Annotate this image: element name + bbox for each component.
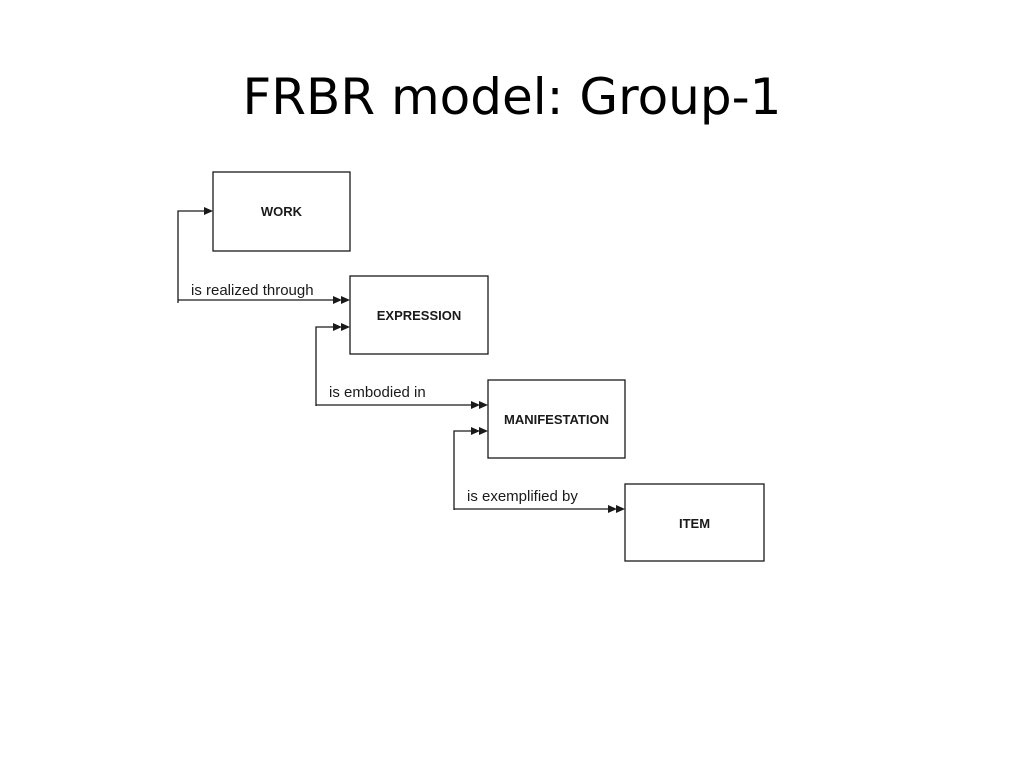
double-arrow-icon [616, 505, 625, 513]
entity-item: ITEM [624, 483, 765, 562]
double-arrow-icon [471, 401, 480, 409]
relationship-embodied: is embodied in [315, 323, 488, 409]
single-arrow-icon [204, 207, 213, 215]
double-arrow-icon [341, 323, 350, 331]
entity-label-work: WORK [261, 204, 303, 219]
double-arrow-icon [341, 296, 350, 304]
entity-manifestation: MANIFESTATION [487, 379, 626, 459]
double-arrow-icon [479, 427, 488, 435]
relationship-label-realized: is realized through [191, 282, 314, 299]
double-arrow-icon [479, 401, 488, 409]
relationship-label-embodied: is embodied in [329, 384, 426, 401]
entity-label-item: ITEM [679, 516, 710, 531]
connector-line [315, 326, 334, 406]
entity-label-expression: EXPRESSION [377, 308, 462, 323]
relationship-realized: is realized through [177, 207, 350, 304]
entity-expression: EXPRESSION [349, 275, 489, 355]
relationship-exemplified: is exemplified by [453, 427, 625, 513]
double-arrow-icon [333, 323, 342, 331]
double-arrow-icon [608, 505, 617, 513]
slide-title: FRBR model: Group-1 [242, 68, 782, 126]
relationship-label-exemplified: is exemplified by [467, 488, 578, 505]
double-arrow-icon [471, 427, 480, 435]
entity-work: WORK [212, 171, 351, 252]
connector-line [177, 210, 205, 303]
double-arrow-icon [333, 296, 342, 304]
connector-line [453, 430, 472, 510]
entity-label-manifestation: MANIFESTATION [504, 412, 609, 427]
